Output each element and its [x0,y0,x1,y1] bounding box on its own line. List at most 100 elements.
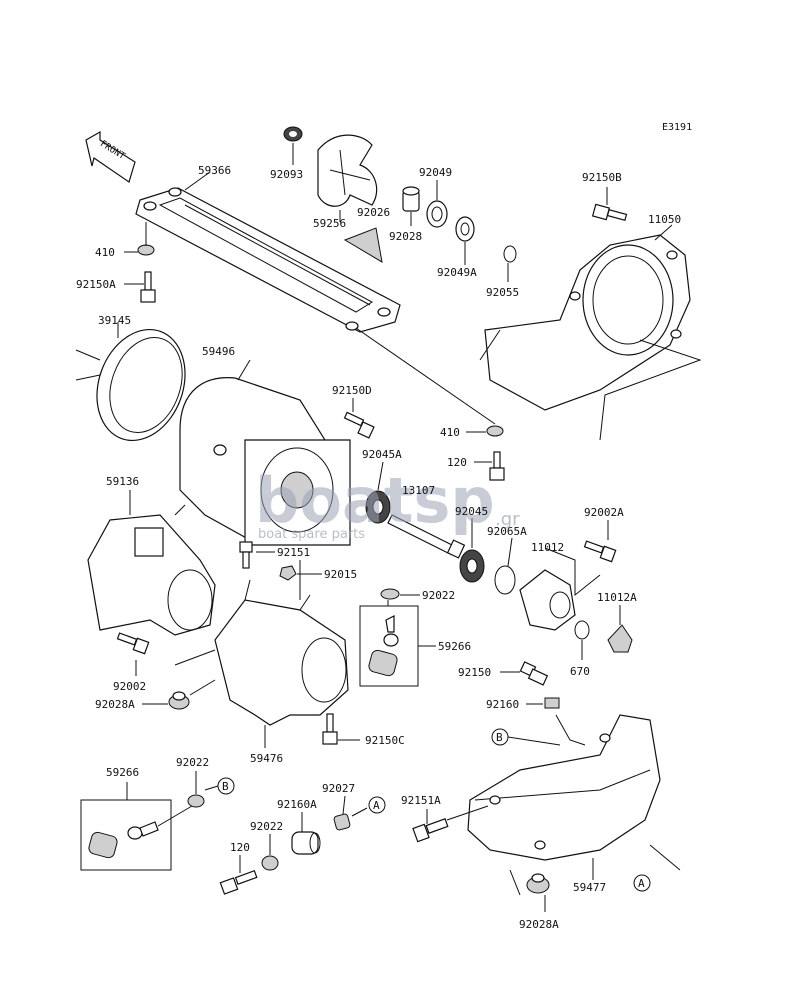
label-410: 410 [95,246,115,259]
label-92150A: 92150A [76,278,116,291]
label-410-2: 410 [440,426,460,439]
svg-text:.gr: .gr [495,509,520,530]
label-92049: 92049 [419,166,452,179]
callout-b-1: B [217,777,235,795]
part-59256-impeller [317,134,378,207]
label-92151: 92151 [277,546,310,559]
svg-text:B: B [222,780,229,793]
part-59366-plate [135,187,401,333]
part-410-washer [137,244,155,256]
part-92049A-washer [455,216,475,242]
label-92002: 92002 [113,680,146,693]
label-92026: 92026 [357,206,390,219]
part-92055-oring [503,245,517,263]
svg-text:boatsp: boatsp [255,464,495,537]
label-670: 670 [570,665,590,678]
label-92150D: 92150D [332,384,372,397]
part-92150D-bolt [343,411,375,439]
part-shaft [387,514,466,559]
part-59496-pump-body [174,377,351,546]
part-120-bolt-2 [219,869,258,895]
label-92160A: 92160A [277,798,317,811]
svg-text:boat spare parts: boat spare parts [258,527,365,542]
callout-a-1: A [368,796,386,814]
label-59256: 59256 [313,217,346,230]
part-13107-bearing [365,490,391,524]
label-59266: 59266 [438,640,471,653]
part-92160A-bushing [291,831,321,855]
label-92022-3: 92022 [250,820,283,833]
label-39145: 39145 [98,314,131,327]
part-39145-ring [96,328,186,442]
svg-text:B: B [496,731,503,744]
label-120: 120 [447,456,467,469]
part-92015-nut [279,565,297,581]
label-92027: 92027 [322,782,355,795]
label-59477: 59477 [573,881,606,894]
svg-text:A: A [638,877,645,890]
label-13107: 13107 [402,484,435,497]
svg-text:A: A [373,799,380,812]
label-59366: 59366 [198,164,231,177]
part-11012A-cap [607,624,633,653]
part-92150-fitting [519,661,549,686]
label-59476: 59476 [250,752,283,765]
label-92045A: 92045A [362,448,402,461]
part-59136-housing [87,514,216,636]
label-11012: 11012 [531,541,564,554]
part-92027-collar [333,813,351,831]
part-92150C-screw [322,713,338,745]
label-92055: 92055 [486,286,519,299]
label-11012A: 11012A [597,591,637,604]
part-92002A-bolt [583,540,617,563]
part-92150A-bolt [140,271,156,303]
label-92160: 92160 [486,698,519,711]
part-11050-housing [484,234,691,411]
part-11012-cap [519,569,576,631]
label-59266-2: 59266 [106,766,139,779]
part-92151A-screw [412,818,449,843]
part-92022-washer [380,588,400,600]
label-92150: 92150 [458,666,491,679]
label-92065A: 92065A [487,525,527,538]
part-92045-bearing [459,549,485,583]
part-59266-kit-box-2 [80,799,172,871]
callout-a-2: A [633,874,651,892]
label-120-2: 120 [230,841,250,854]
part-92049-washer [426,200,448,228]
part-92150B-bolt [591,203,628,221]
label-59136: 59136 [106,475,139,488]
label-92028: 92028 [389,230,422,243]
part-59266-kit-box [359,605,419,687]
part-92002-bolt [116,632,150,655]
label-59496: 59496 [202,345,235,358]
label-92049A: 92049A [437,266,477,279]
label-92151A: 92151A [401,794,441,807]
part-120-bolt [489,451,505,481]
part-59477-deflector [467,714,661,861]
part-92028A-collar [168,691,190,710]
part-670-oring [574,620,590,640]
front-arrow-icon: FRONT [85,130,136,183]
part-92093-nut [283,126,303,142]
label-92150B: 92150B [582,171,622,184]
part-92022-washer-3 [261,855,279,871]
part-92022-washer-2 [187,794,205,808]
part-92028-sleeve [402,186,420,212]
diagram-code: E3191 [662,122,692,133]
part-92151-screw [239,541,253,569]
part-410-washer-2 [486,425,504,437]
label-92015: 92015 [324,568,357,581]
part-92065A-oring [494,565,516,595]
part-92160-bushing [544,697,560,709]
label-92150C: 92150C [365,734,405,747]
watermark-logo: boatsp .gr boat spare parts [255,464,520,542]
label-92028A: 92028A [95,698,135,711]
label-92002A: 92002A [584,506,624,519]
part-59476-nozzle [214,579,349,726]
label-92093: 92093 [270,168,303,181]
part-92026 [343,227,383,263]
part-92028A-collar-2 [526,873,550,894]
label-92045: 92045 [455,505,488,518]
